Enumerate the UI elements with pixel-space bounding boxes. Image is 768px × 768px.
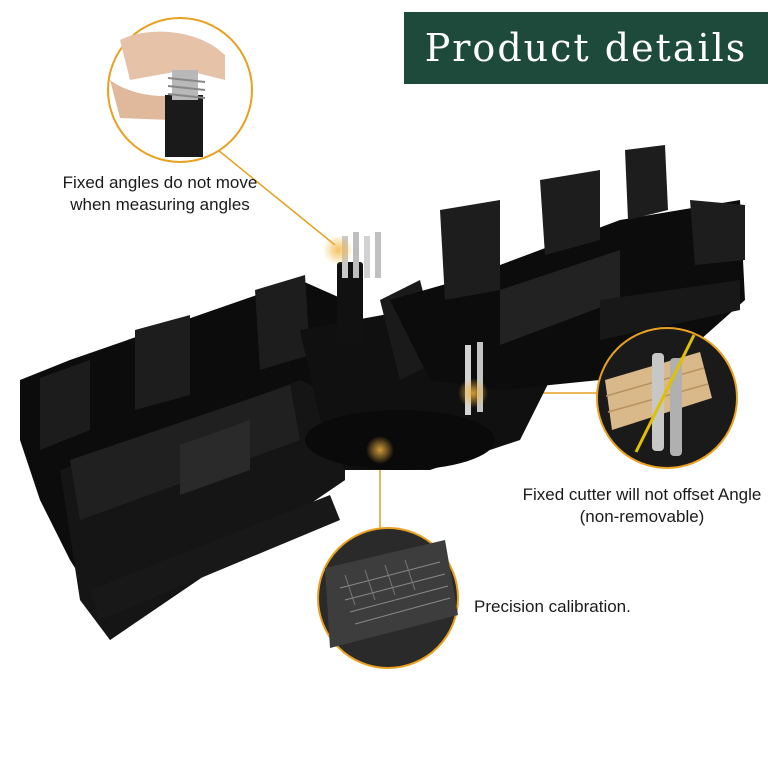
highlight-marker-cutter [458, 378, 488, 408]
detail-image-cutter-pins [596, 327, 738, 469]
detail-image-calibration-scale [317, 527, 459, 669]
banner-title: Product details [424, 26, 748, 70]
highlight-marker-scale [366, 436, 394, 464]
callout-caption-fixed-cutter: Fixed cutter will not offset Angle (non-… [522, 485, 762, 526]
banner: Product details [404, 12, 768, 84]
detail-image-wing-nut [107, 17, 253, 163]
callout-caption-precision-calibration: Precision calibration. [474, 597, 631, 616]
miter-box [20, 145, 745, 640]
highlight-marker-angle [323, 235, 353, 265]
callout-caption-fixed-angles: Fixed angles do not move when measuring … [62, 173, 258, 214]
